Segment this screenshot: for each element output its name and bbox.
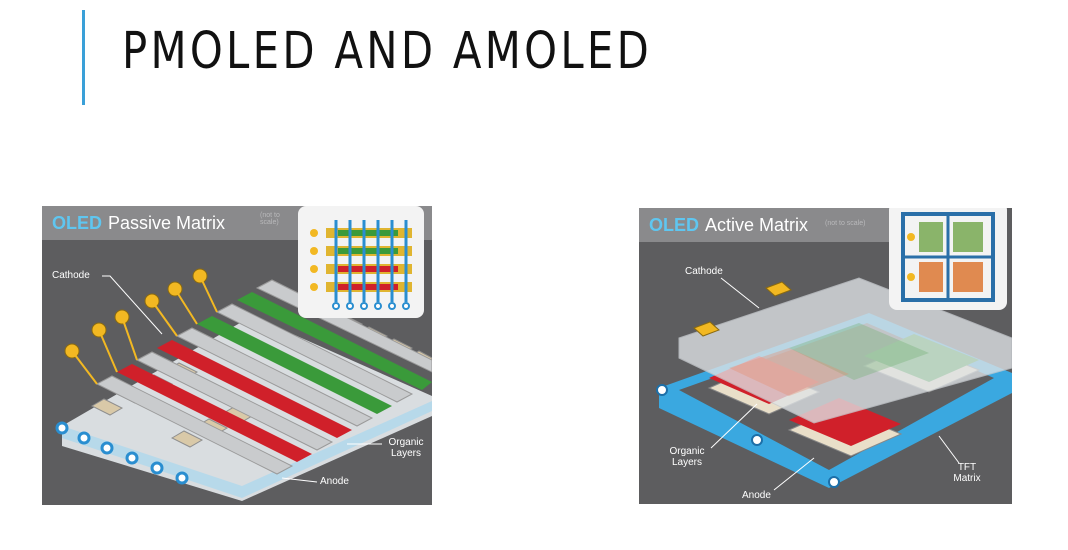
passive-matrix-illustration: [55, 268, 432, 501]
passive-anode-label: Anode: [320, 476, 349, 487]
active-matrix-figure: OLED Active Matrix (not to scale) Cathod…: [639, 208, 1012, 504]
passive-oled-label: OLED: [52, 213, 103, 233]
active-matrix-grid-icon: [901, 212, 995, 302]
active-cathode-label: Cathode: [685, 266, 723, 277]
active-oled-label: OLED: [649, 215, 700, 235]
active-tft-label: TFT Matrix: [953, 462, 981, 484]
passive-scale-note: (not to scale): [260, 212, 280, 226]
active-matrix-inset: [889, 208, 1007, 310]
active-organic-label: Organic Layers: [669, 446, 705, 468]
passive-matrix-grid-icon: [310, 220, 412, 310]
passive-kind-label: Passive Matrix: [108, 213, 226, 233]
active-matrix-illustration: [656, 277, 1012, 491]
passive-cathode-label: Cathode: [52, 270, 90, 281]
title-accent-bar: [82, 10, 85, 105]
active-anode-label: Anode: [742, 490, 771, 501]
active-header: OLED Active Matrix (not to scale): [639, 208, 892, 242]
active-scale-note: (not to scale): [825, 220, 866, 227]
passive-organic-label: Organic Layers: [388, 437, 424, 459]
active-kind-label: Active Matrix: [705, 215, 809, 235]
passive-matrix-inset: [298, 206, 424, 318]
passive-matrix-figure: OLED Passive Matrix (not to scale) Catho…: [42, 206, 432, 505]
slide-title: PMOLED AND AMOLED: [122, 22, 653, 81]
